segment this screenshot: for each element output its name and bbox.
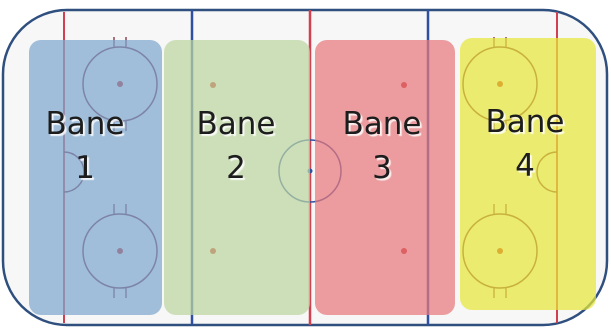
lane-3-word: Bane [342, 106, 422, 142]
lane-1-label: Bane 1 [25, 102, 145, 190]
lane-2-word: Bane [196, 106, 276, 142]
lane-2-number: 2 [226, 150, 246, 186]
lane-3-label: Bane 3 [322, 102, 442, 190]
lane-block-4 [460, 38, 596, 310]
lane-4-word: Bane [485, 104, 565, 140]
lane-1-number: 1 [75, 150, 95, 186]
lane-4-number: 4 [515, 148, 535, 184]
lane-block-3 [315, 40, 455, 315]
lane-block-1 [29, 40, 162, 315]
lane-2-label: Bane 2 [176, 102, 296, 190]
lane-3-number: 3 [372, 150, 392, 186]
lane-1-word: Bane [45, 106, 125, 142]
lane-4-label: Bane 4 [465, 100, 585, 188]
lane-block-2 [164, 40, 310, 315]
